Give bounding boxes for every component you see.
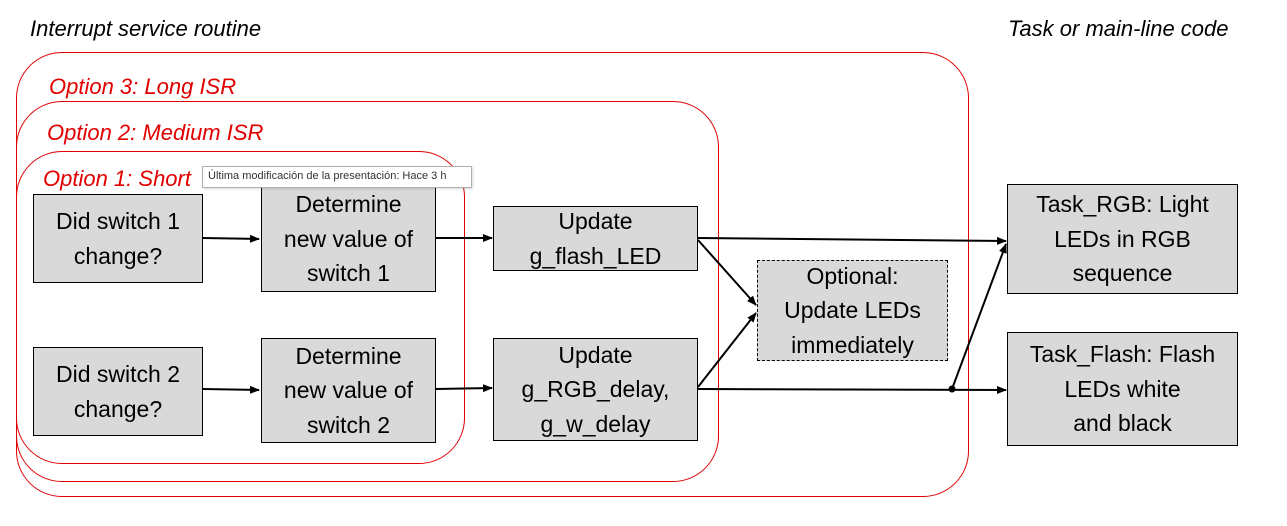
box-determine-switch1: Determine new value of switch 1: [261, 186, 436, 292]
box-optional-update-leds: Optional: Update LEDs immediately: [757, 260, 948, 361]
box-update-flash-led: Update g_flash_LED: [493, 206, 698, 271]
arrow-flash-to-taskrgb: [697, 236, 1007, 245]
header-isr: Interrupt service routine: [30, 16, 262, 41]
box-switch2-changed: Did switch 2 change?: [33, 347, 203, 436]
arrow-sw1-to-det1: [202, 234, 260, 243]
option-3-label: Option 3: Long ISR: [47, 74, 239, 100]
header-task: Task or main-line code: [1008, 16, 1229, 41]
junction-dot: [948, 385, 956, 393]
arrow-det2-to-rgb: [435, 384, 493, 393]
arrow-flash-to-optional: [697, 239, 757, 306]
arrow-rgb-to-taskflash: [697, 385, 1007, 394]
option-1-label: Option 1: Short: [41, 166, 193, 192]
box-update-rgb-delay: Update g_RGB_delay, g_w_delay: [493, 338, 698, 441]
arrow-junction-to-taskrgb: [951, 243, 1007, 390]
box-task-flash: Task_Flash: Flash LEDs white and black: [1007, 332, 1238, 446]
arrow-sw2-to-det2: [202, 385, 260, 394]
tooltip: Última modificación de la presentación: …: [202, 166, 472, 188]
option-2-label: Option 2: Medium ISR: [45, 120, 266, 146]
box-switch1-changed: Did switch 1 change?: [33, 194, 203, 283]
box-determine-switch2: Determine new value of switch 2: [261, 338, 436, 443]
arrow-rgb-to-optional: [697, 312, 757, 388]
box-task-rgb: Task_RGB: Light LEDs in RGB sequence: [1007, 184, 1238, 294]
